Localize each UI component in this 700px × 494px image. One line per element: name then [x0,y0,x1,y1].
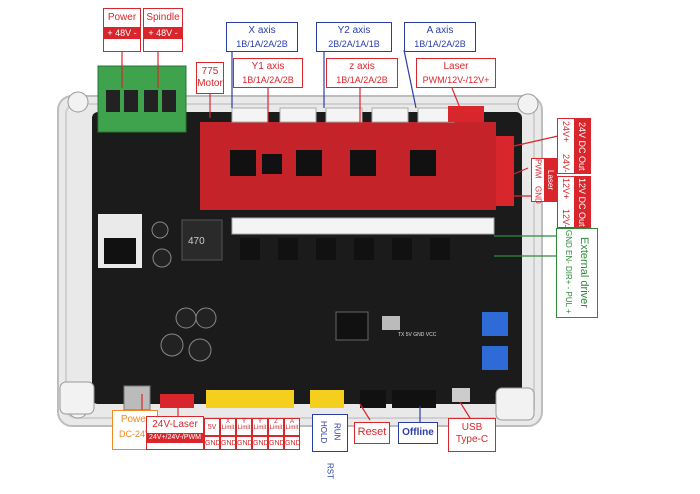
power-top-label: Power + 48V - [103,8,141,52]
pin-z-limit: Z Limit [268,418,284,436]
pin-gnd-1: GND [204,436,221,450]
dc12-out-title: 12V DC Out [575,176,591,228]
pin-gnd-5: GND [268,436,285,450]
control-pins-label: HOLD RUN RST [312,414,348,479]
pin-gnd-6: GND [284,436,301,450]
laser-top-label: Laser PWM/12V-/12V+ [416,58,496,88]
silk-text: TX 5V GND VCC [398,332,437,338]
offline-label: Offline [398,422,438,444]
laser-side-title: Laser [545,158,557,202]
y1-axis-label: Y1 axis 1B/1A/2A/2B [233,58,303,88]
inductor-marking: 470 [188,236,205,247]
board-diagram: 470 TX 5V GND VCC [57,49,559,427]
pin-gnd-4: GND [252,436,269,450]
external-driver-label: GND EN- DIR+ - PUL + External driver [556,228,598,318]
standoff-screws [59,91,539,421]
pin-gnd-3: GND [236,436,253,450]
pin-y-limit-1: Y Limit [236,418,252,436]
pin-y-limit-2: Y Limit [252,418,268,436]
pin-x-limit: X Limit [220,418,236,436]
pin-5v: 5V [204,418,220,436]
laser-side-pins: PWM GND [531,158,545,203]
motor-775-label: 775 Motor [196,62,224,94]
usb-label: USB Type-C [448,418,496,452]
dc24-out-title: 24V DC Out [575,118,591,174]
z-axis-label: z axis 1B/1A/2A/2B [326,58,398,88]
a-axis-label: A axis 1B/1A/2A/2B [404,22,476,52]
pin-a-limit: A Limit [284,418,300,436]
dc12-out-pins: 12V+ 12V- [557,176,575,228]
dc24-out-pins: 24V+ 24V- [557,118,575,174]
spindle-top-label: Spindle + 48V - [143,8,183,52]
pin-gnd-2: GND [220,436,237,450]
y2-axis-label: Y2 axis 2B/2A/1A/1B [316,22,392,52]
laser-bottom-label: 24V-Laser 24V+/24V-/PWM [146,416,204,450]
reset-label: Reset [354,422,390,444]
x-axis-label: X axis 1B/1A/2A/2B [226,22,298,52]
